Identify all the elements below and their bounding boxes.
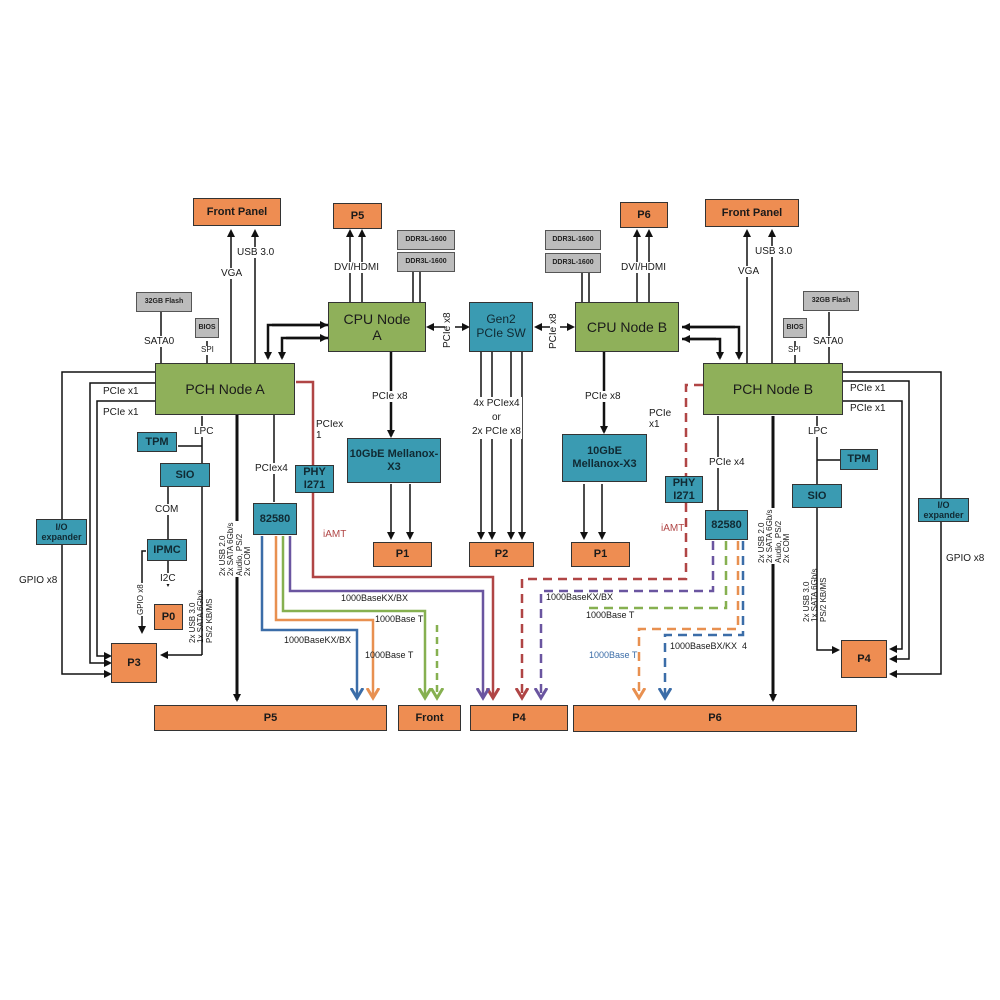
label-vga-b: VGA (737, 266, 761, 277)
flash-a: 32GB Flash (136, 292, 192, 312)
label-pcie-x8-switch-left: PCIe x8 (442, 312, 453, 348)
label-pcie-x1-phy-b: PCIe x1 (649, 408, 672, 430)
p4-bottom: P4 (470, 705, 568, 731)
ddr-a-1: DDR3L-1600 (397, 230, 455, 250)
tpm-a: TPM (137, 432, 177, 452)
io-expander-b: I/O expander (918, 498, 969, 522)
front-bottom: Front (398, 705, 461, 731)
io-expander-a: I/O expander (36, 519, 87, 545)
label-base-t-a2: 1000Base T (365, 650, 414, 660)
label-pciex1-a: PCIex 1 (316, 419, 344, 441)
label-pcie-x8-cpu-a: PCIe x8 (371, 391, 409, 402)
label-gpio-x8-a: GPIO x8 (18, 575, 59, 586)
front-panel-b: Front Panel (705, 199, 799, 227)
label-sio-bus-a: 2x USB 3.0 1x SATA 6Gb/s PS/2 KB/MS (188, 589, 214, 643)
p3: P3 (111, 643, 157, 683)
label-pcie-x1-a1: PCIe x1 (103, 386, 139, 397)
label-spi-a: SPI (200, 345, 215, 355)
label-lpc-b: LPC (807, 426, 829, 437)
nic-82580-b: 82580 (705, 510, 748, 540)
mellanox-b: 10GbE Mellanox-X3 (562, 434, 647, 482)
label-pciex4-a: PCIex4 (254, 463, 289, 474)
ddr-b-2: DDR3L-1600 (545, 253, 601, 273)
label-base-t-a1: 1000Base T (375, 614, 424, 624)
label-spi-b: SPI (787, 345, 802, 355)
label-pch-bus-b: 2x USB 2.0 2x SATA 6Gb/s Audio, PS/2 2x … (757, 508, 792, 564)
label-pcie-x8-cpu-b: PCIe x8 (584, 391, 622, 402)
p0: P0 (154, 604, 183, 630)
label-gpio-x8-vert-a: GPIO x8 (136, 583, 146, 616)
p1-a: P1 (373, 542, 432, 567)
ddr-a-2: DDR3L-1600 (397, 252, 455, 272)
nic-82580-a: 82580 (253, 503, 297, 535)
p2: P2 (469, 542, 534, 567)
label-sata0-b: SATA0 (812, 336, 845, 347)
mellanox-a: 10GbE Mellanox-X3 (347, 438, 441, 483)
label-base-t-b2: 1000Base T (589, 650, 638, 660)
sio-b: SIO (792, 484, 842, 508)
label-switch-lanes: 4x PCIex4 or 2x PCIe x8 (471, 397, 522, 439)
iamt-link-b (522, 383, 703, 698)
label-dvi-a: DVI/HDMI (333, 262, 380, 273)
tpm-b: TPM (840, 449, 878, 470)
p5-top: P5 (333, 203, 382, 229)
label-pcie-x1-a2: PCIe x1 (103, 407, 139, 418)
p4-right: P4 (841, 640, 887, 678)
label-pcie-x1-b1: PCIe x1 (850, 383, 886, 394)
label-sio-bus-b: 2x USB 3.0 1x SATA 6Gb/s PS/2 KB/MS (802, 568, 828, 622)
label-iamt-a: iAMT (323, 529, 347, 540)
label-gpio-x8-b: GPIO x8 (945, 553, 986, 564)
kxbx-link-a2 (260, 536, 357, 698)
pch-node-b: PCH Node B (703, 363, 843, 415)
kxbx-link-a (288, 536, 483, 698)
label-pch-bus-a: 2x USB 2.0 2x SATA 6Gb/s Audio, PS/2 2x … (218, 521, 253, 577)
label-iamt-b: iAMT (661, 523, 685, 534)
p6-bottom: P6 (573, 705, 857, 732)
ipmc-a: IPMC (147, 539, 187, 561)
cpu-node-a: CPU Node A (328, 302, 426, 352)
pch-node-a: PCH Node A (155, 363, 295, 415)
label-kxbx-a2: 1000BaseKX/BX (284, 635, 352, 645)
label-sata0-a: SATA0 (143, 336, 176, 347)
label-pcie-x8-switch-right: PCIe x8 (548, 313, 559, 349)
sio-a: SIO (160, 463, 210, 487)
iamt-link-a (296, 380, 493, 698)
flash-b: 32GB Flash (803, 291, 859, 311)
bios-b: BIOS (783, 318, 807, 338)
p5-bottom: P5 (154, 705, 387, 731)
baset-link-b2 (639, 541, 740, 698)
cpu-node-b: CPU Node B (575, 302, 679, 352)
label-base-t-b1: 1000Base T (586, 610, 635, 620)
label-dvi-b: DVI/HDMI (620, 262, 667, 273)
kxbx-link-b (541, 541, 715, 698)
label-pcie-x1-b2: PCIe x1 (850, 403, 886, 414)
label-kxbx-a1: 1000BaseKX/BX (341, 593, 409, 603)
p1-b: P1 (571, 542, 630, 567)
label-pcie-x4-b: PCIe x4 (708, 457, 746, 468)
label-bxkx-b: 1000BaseBX/KX 4 (670, 641, 748, 651)
baset-link-a1 (281, 536, 425, 698)
baset-link-a2 (274, 536, 373, 698)
gen2-pcie-switch: Gen2 PCIe SW (469, 302, 533, 352)
ddr-b-1: DDR3L-1600 (545, 230, 601, 250)
baset-link-b1 (583, 541, 728, 610)
label-usb30-a: USB 3.0 (236, 247, 276, 258)
front-panel-a: Front Panel (193, 198, 281, 226)
bios-a: BIOS (195, 318, 219, 338)
p6-top: P6 (620, 202, 668, 228)
phy-i271-b: PHY I271 (665, 476, 703, 503)
label-i2c-a: I2C (159, 573, 177, 584)
label-usb30-b: USB 3.0 (754, 246, 794, 257)
label-kxbx-b: 1000BaseKX/BX (546, 592, 614, 602)
label-lpc-a: LPC (193, 426, 215, 437)
label-vga-a: VGA (220, 268, 244, 279)
bxkx-link-b (665, 541, 745, 698)
label-com-a: COM (154, 504, 180, 515)
phy-i271-a: PHY I271 (295, 465, 334, 493)
